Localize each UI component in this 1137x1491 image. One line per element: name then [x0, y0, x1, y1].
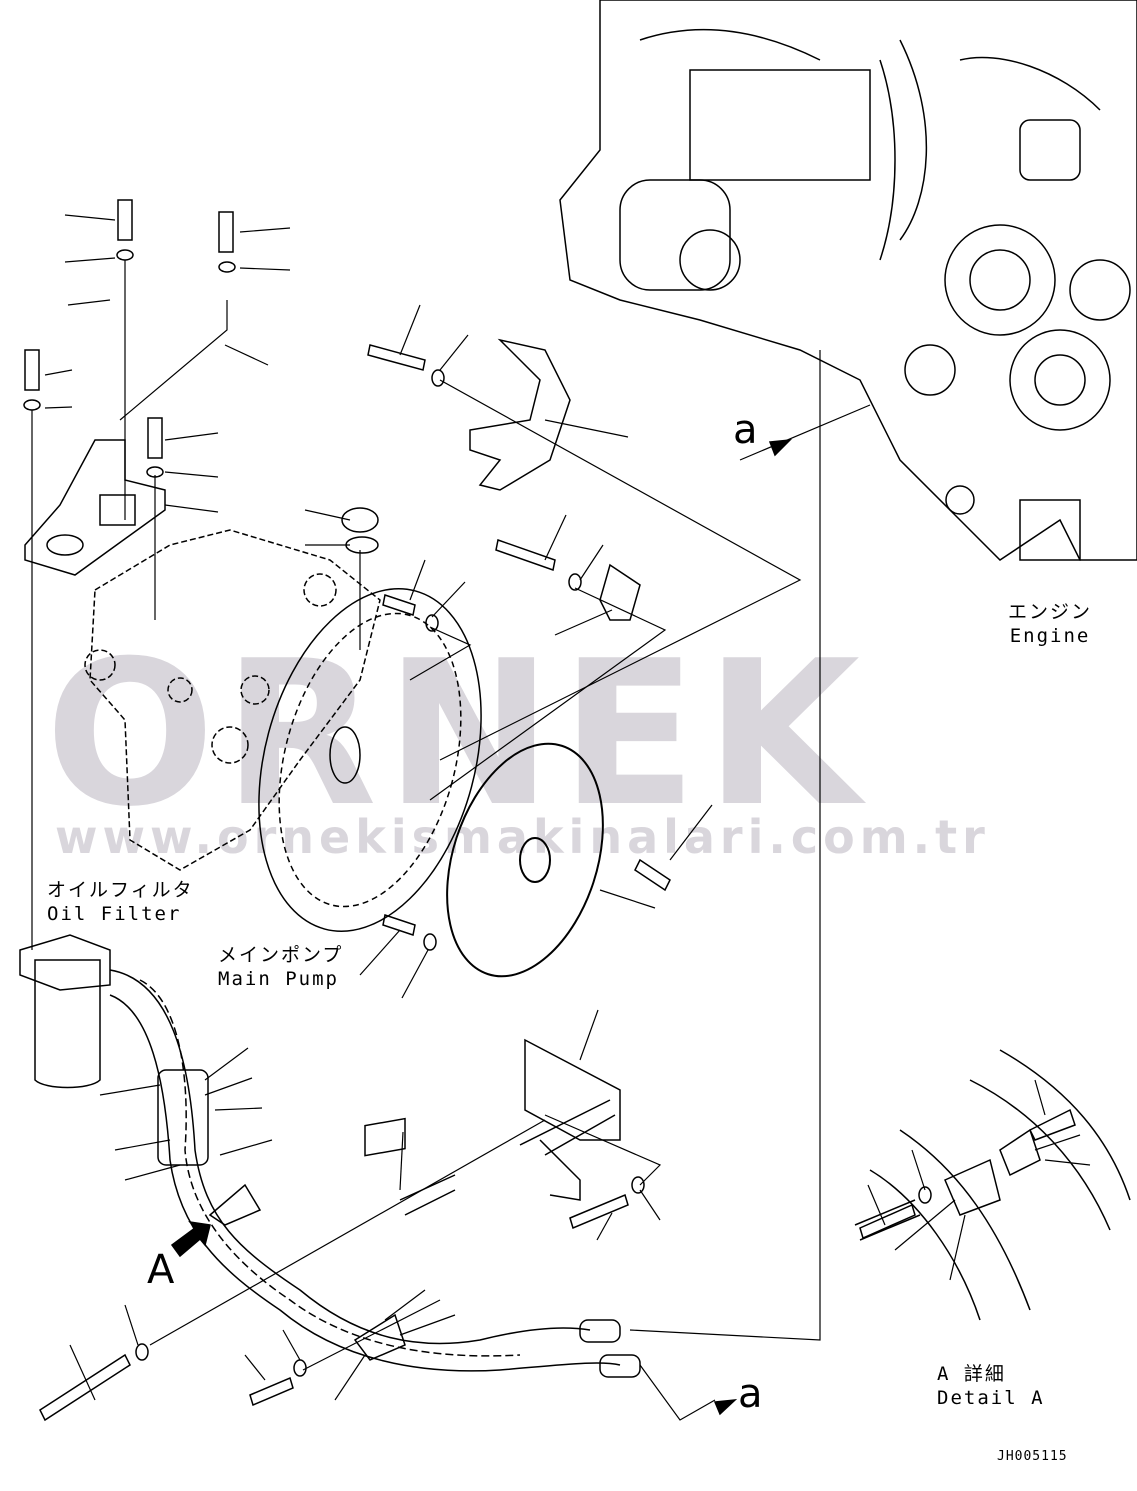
engine-label-jp: エンジン [1008, 601, 1093, 623]
oil-filter-label: オイルフィルタ Oil Filter [47, 878, 194, 926]
detail-a-label-en: Detail A [937, 1387, 1045, 1409]
reference-a-bottom: a [738, 1371, 765, 1417]
engine-drawing [559, 0, 1137, 561]
leader-lines [31, 214, 1091, 1421]
arrows [170, 439, 793, 1416]
detail-a-drawing [854, 1049, 1131, 1321]
oil-filter-label-jp: オイルフィルタ [47, 879, 194, 901]
arrow-icon [713, 1399, 738, 1416]
main-pump-label: メインポンプ Main Pump [218, 943, 343, 991]
coupling-disc [446, 742, 604, 978]
reference-a-top: a [733, 407, 760, 453]
detail-a-label-jp: A 詳細 [937, 1363, 1006, 1385]
oil-filter-label-en: Oil Filter [47, 903, 182, 925]
view-arrow-icon [170, 1220, 211, 1258]
engine-label: エンジン Engine [1008, 600, 1092, 648]
oil-filter-drawing [19, 934, 111, 1089]
hose-drawing [109, 969, 641, 1378]
main-pump-label-en: Main Pump [218, 968, 339, 990]
bolts [23, 199, 1076, 1422]
flywheel-housing [258, 588, 482, 932]
drawing-number: JH005115 [997, 1449, 1068, 1464]
main-pump-drawing [84, 529, 381, 871]
bracket-drawing [24, 338, 641, 1216]
main-pump-label-jp: メインポンプ [218, 944, 344, 966]
arrow-icon [768, 439, 793, 457]
view-marker-a: A [147, 1247, 177, 1293]
watermark-brand: ORNEK [45, 618, 869, 851]
engine-label-en: Engine [1009, 625, 1091, 647]
detail-a-label: A 詳細 Detail A [937, 1362, 1045, 1410]
